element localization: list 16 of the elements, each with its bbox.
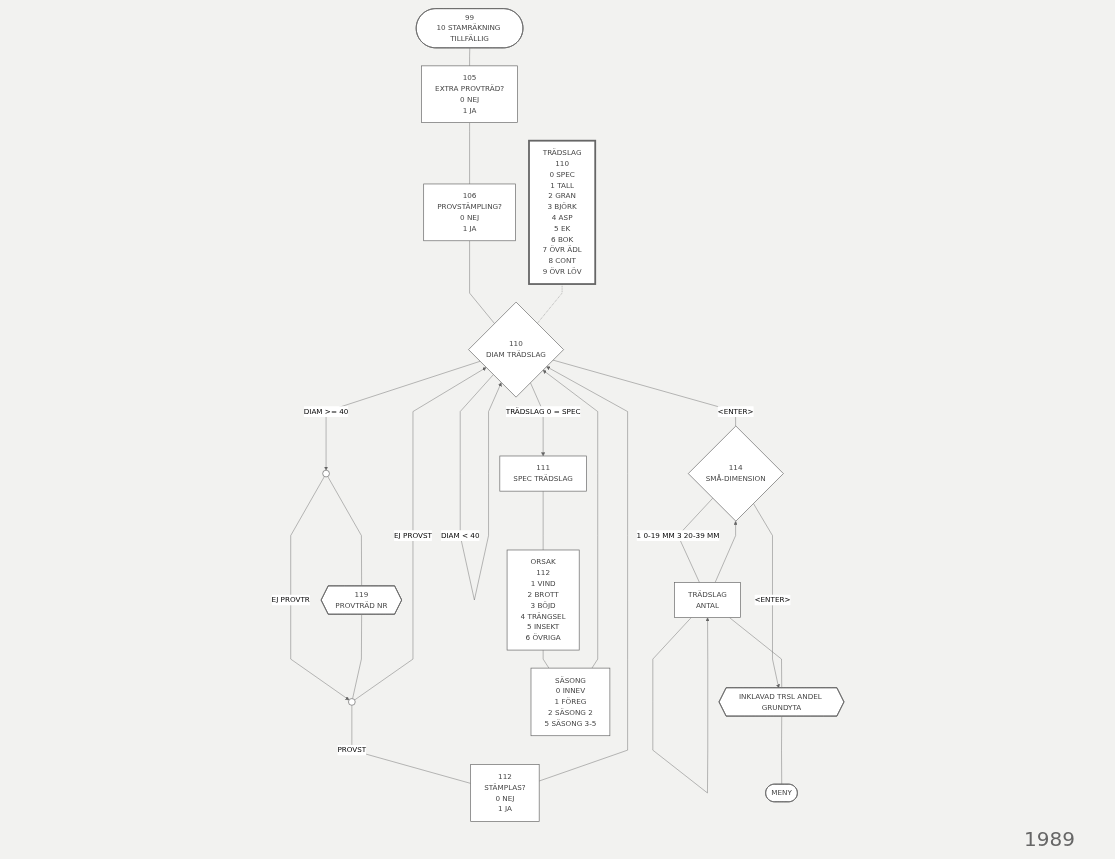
connector — [781, 716, 782, 785]
connector — [469, 240, 495, 324]
connector — [677, 498, 713, 583]
connector — [469, 47, 470, 67]
year-note: 1989 — [1024, 827, 1075, 851]
connector — [327, 476, 362, 587]
connector — [542, 649, 549, 669]
connector — [536, 283, 563, 324]
node-circle — [322, 469, 330, 478]
connector — [352, 614, 362, 699]
node-circle — [347, 698, 356, 706]
connector — [351, 705, 471, 784]
connector — [542, 490, 544, 551]
connector — [552, 359, 736, 427]
connector — [729, 617, 782, 689]
connector — [469, 122, 470, 185]
